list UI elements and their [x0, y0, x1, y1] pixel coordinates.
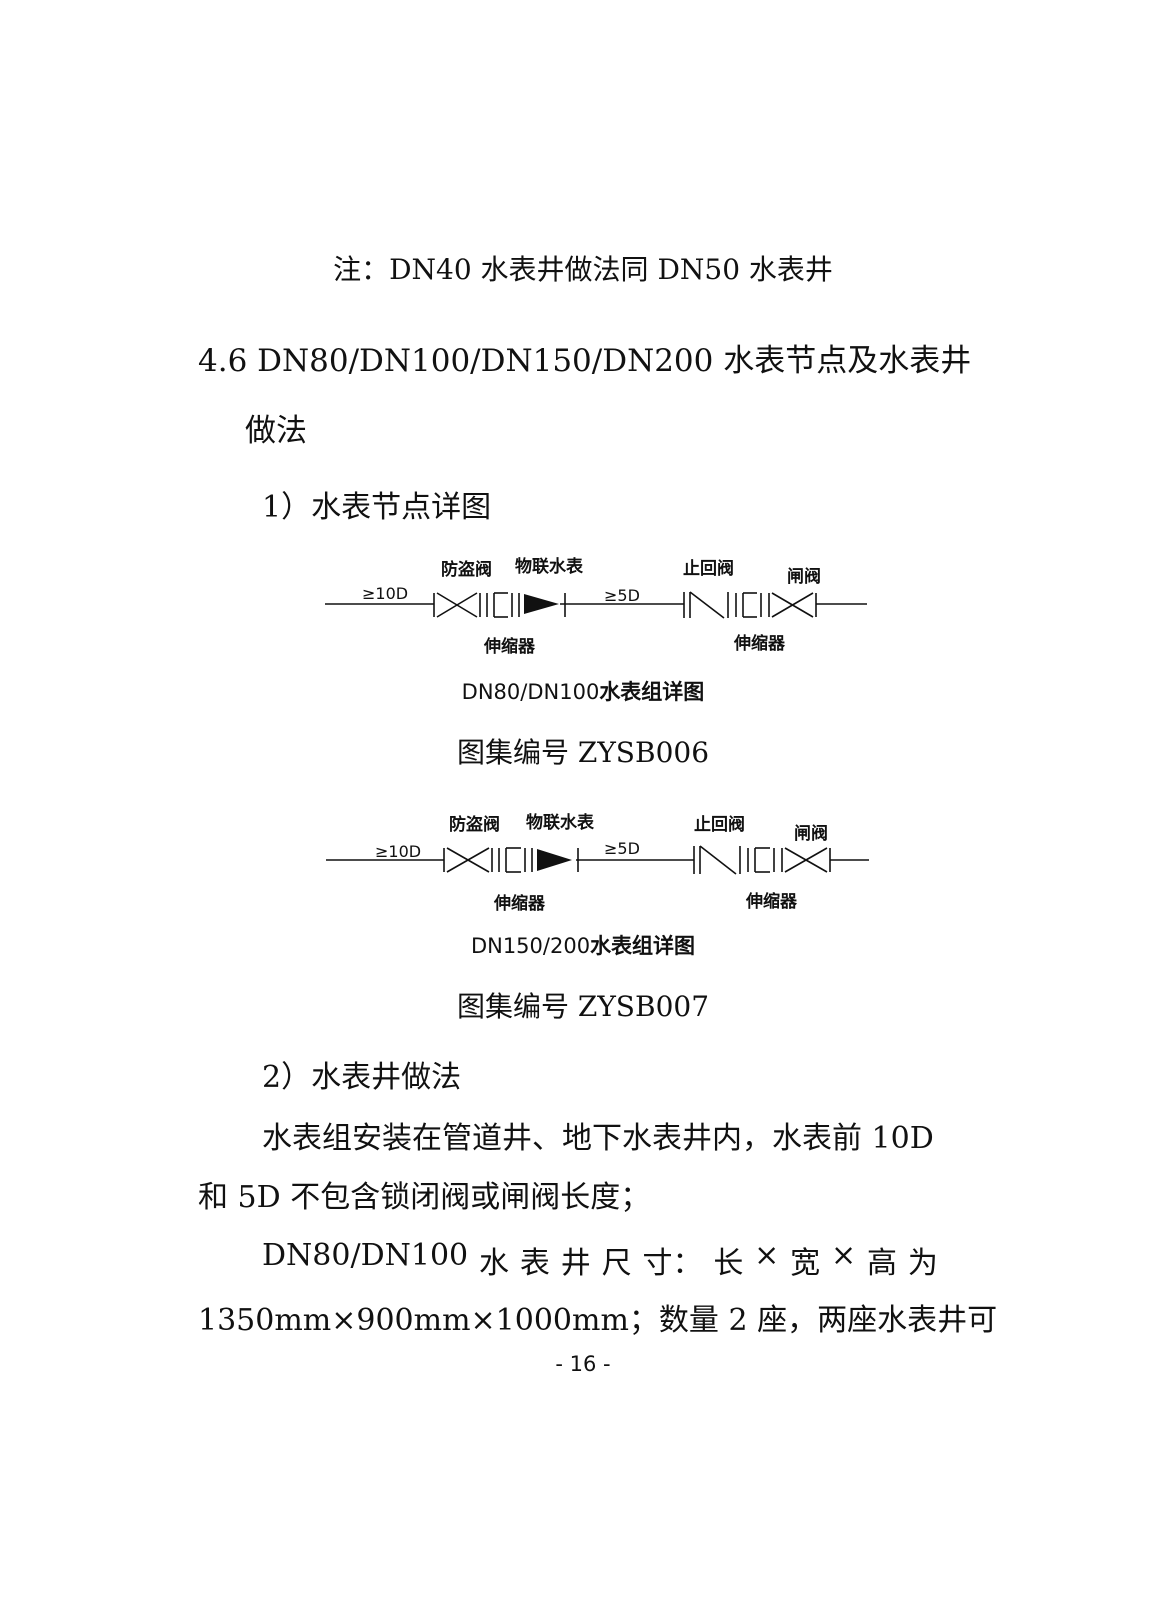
word: 尺 [601, 1246, 632, 1281]
section-heading-continued: 做法 [245, 413, 307, 449]
label-expansion-joint: 伸缩器 [745, 891, 798, 912]
word: 井 [560, 1246, 591, 1281]
word: × [831, 1238, 857, 1273]
diagram-1-caption-prefix: DN80/DN100 [461, 680, 600, 704]
label-expansion-joint: 伸缩器 [733, 633, 786, 654]
diagram-2-lines [326, 845, 869, 875]
word: 宽 [790, 1246, 821, 1281]
label-anti-theft-valve: 防盗阀 [449, 814, 500, 835]
atlas-number-1: 图集编号 ZYSB006 [456, 736, 710, 769]
label-expansion-joint: 伸缩器 [493, 893, 546, 914]
diagram-1-caption: DN80/DN100水表组详图 [0, 676, 1166, 706]
subheading-meter-node-detail: 1）水表节点详图 [262, 490, 492, 525]
paragraph-1-line-2: 和 5D 不包含锁闭阀或闸阀长度； [198, 1180, 651, 1215]
diagram-2-caption: DN150/200水表组详图 [0, 930, 1166, 960]
word: 为 [907, 1246, 938, 1281]
diagram-2-caption-prefix: DN150/200 [470, 934, 591, 958]
label-downstream-5d: ≥5D [604, 839, 640, 858]
label-downstream-5d: ≥5D [604, 586, 640, 605]
label-iot-meter: 物联水表 [515, 556, 584, 577]
label-gate-valve: 闸阀 [794, 823, 828, 844]
label-upstream-10d: ≥10D [362, 584, 408, 603]
word: 寸： [642, 1246, 703, 1281]
meter-arrow-icon [524, 594, 559, 614]
paragraph-2-line-2: 1350mm×900mm×1000mm；数量 2 座，两座水表井可 [198, 1303, 998, 1338]
atlas-number-2: 图集编号 ZYSB007 [456, 990, 710, 1023]
paragraph-2-line-1: DN80/DN100 水 表 井 尺 寸： 长 × 宽 × 高 为 [262, 1238, 938, 1282]
label-expansion-joint: 伸缩器 [483, 636, 536, 657]
note-text: 注：DN40 水表井做法同 DN50 水表井 [333, 253, 833, 286]
paragraph-1-line-1: 水表组安装在管道井、地下水表井内，水表前 10D [262, 1121, 934, 1156]
word: 水 [479, 1246, 510, 1281]
subheading-meter-well-method: 2）水表井做法 [262, 1060, 462, 1095]
word: 表 [519, 1246, 550, 1281]
word: 长 [713, 1246, 744, 1281]
word: 高 [867, 1246, 898, 1281]
label-upstream-10d: ≥10D [375, 842, 421, 861]
label-anti-theft-valve: 防盗阀 [441, 559, 492, 580]
page-number: - 16 - [555, 1352, 611, 1376]
diagram-1-caption-suffix: 水表组详图 [599, 680, 705, 704]
label-gate-valve: 闸阀 [787, 566, 821, 587]
label-iot-meter: 物联水表 [526, 812, 595, 833]
diagram-1-lines [325, 591, 867, 619]
word: × [754, 1238, 780, 1273]
section-heading: 4.6 DN80/DN100/DN150/DN200 水表节点及水表井 [198, 343, 972, 379]
meter-arrow-icon [537, 849, 572, 871]
diagram-2-caption-suffix: 水表组详图 [590, 934, 696, 958]
label-check-valve: 止回阀 [694, 814, 745, 835]
label-check-valve: 止回阀 [683, 558, 734, 579]
word: DN80/DN100 [262, 1238, 469, 1273]
